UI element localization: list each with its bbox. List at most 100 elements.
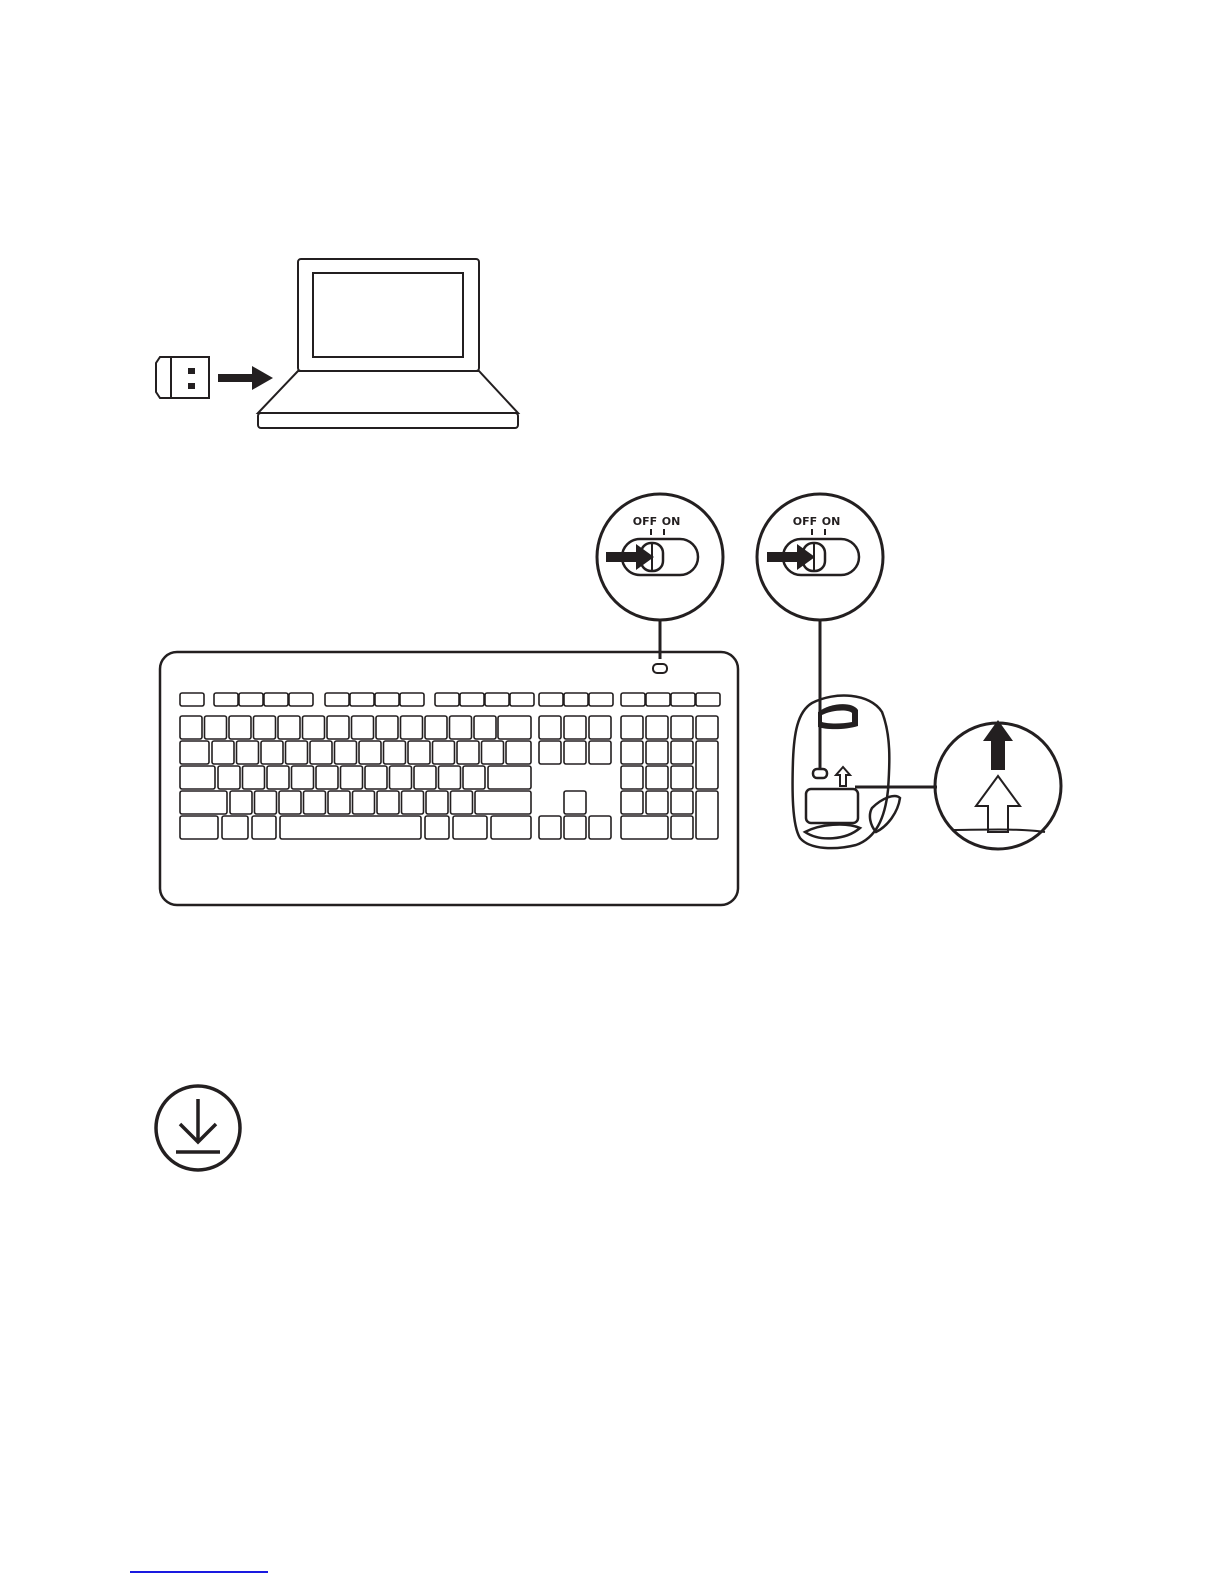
keyboard-key	[439, 766, 461, 789]
keyboard-key	[506, 741, 531, 764]
keyboard-key	[229, 716, 251, 739]
keyboard-key	[261, 741, 283, 764]
keyboard-key	[564, 816, 586, 839]
keyboard-key	[255, 791, 277, 814]
keyboard-key	[180, 791, 227, 814]
keyboard-key	[696, 716, 718, 739]
keyboard-key	[180, 693, 204, 706]
keyboard-key	[564, 693, 588, 706]
keyboard-key	[510, 693, 534, 706]
keyboard-key	[621, 741, 643, 764]
keyboard-key	[457, 741, 479, 764]
keyboard-key	[180, 766, 215, 789]
keyboard-key	[180, 716, 202, 739]
battery-door-callout	[935, 720, 1061, 849]
keyboard-key	[292, 766, 314, 789]
keyboard-key	[621, 716, 643, 739]
keyboard-key	[408, 741, 430, 764]
keyboard-key	[365, 766, 387, 789]
keyboard-key	[539, 716, 561, 739]
switch-off-label: OFF	[793, 515, 817, 528]
keyboard-key	[237, 741, 259, 764]
keyboard-key	[205, 716, 227, 739]
keyboard-power-switch-callout: OFF ON	[597, 494, 723, 659]
keyboard-key	[621, 816, 668, 839]
keyboard-key	[353, 791, 375, 814]
keyboard-key	[646, 766, 668, 789]
keyboard-key	[279, 791, 301, 814]
keyboard-key	[671, 816, 693, 839]
keyboard-key	[425, 716, 447, 739]
keyboard-key	[218, 766, 240, 789]
keyboard-key	[646, 791, 668, 814]
keyboard-key	[350, 693, 374, 706]
keyboard-key	[485, 693, 509, 706]
mouse-icon	[793, 696, 937, 849]
keyboard-key	[696, 791, 718, 839]
switch-on-label: ON	[822, 515, 841, 528]
keyboard-key	[671, 716, 693, 739]
keyboard-key	[621, 693, 645, 706]
keyboard-key	[671, 766, 693, 789]
keyboard-key	[482, 741, 504, 764]
keyboard-key	[327, 716, 349, 739]
keyboard-key	[180, 816, 218, 839]
keyboard-key	[539, 693, 563, 706]
keyboard-key	[239, 693, 263, 706]
keyboard-key	[316, 766, 338, 789]
keyboard-key	[341, 766, 363, 789]
keyboard-key	[384, 741, 406, 764]
keyboard-key	[564, 791, 586, 814]
keyboard-key	[426, 791, 448, 814]
keyboard-icon	[160, 652, 738, 905]
keyboard-key	[304, 791, 326, 814]
keyboard-key	[325, 693, 349, 706]
keyboard-key	[212, 741, 234, 764]
keyboard-key	[491, 816, 531, 839]
keyboard-key	[450, 716, 472, 739]
keyboard-key	[243, 766, 265, 789]
keyboard-key	[375, 693, 399, 706]
keyboard-key	[377, 791, 399, 814]
keyboard-key	[671, 741, 693, 764]
keyboard-key	[400, 693, 424, 706]
keyboard-key	[289, 693, 313, 706]
keyboard-key	[310, 741, 332, 764]
keyboard-key	[230, 791, 252, 814]
keyboard-key	[621, 766, 643, 789]
keyboard-key	[646, 693, 670, 706]
keyboard-key	[303, 716, 325, 739]
keyboard-key	[453, 816, 487, 839]
keyboard-key	[267, 766, 289, 789]
keyboard-key	[278, 716, 300, 739]
keyboard-key	[376, 716, 398, 739]
keyboard-key	[671, 693, 695, 706]
keyboard-key	[646, 716, 668, 739]
keyboard-key	[180, 741, 209, 764]
keyboard-key	[539, 816, 561, 839]
keyboard-key	[352, 716, 374, 739]
usb-receiver-icon	[156, 357, 209, 398]
keyboard-key	[589, 716, 611, 739]
keyboard-key	[335, 741, 357, 764]
laptop-icon	[258, 259, 518, 428]
keyboard-key	[564, 716, 586, 739]
keyboard-key	[414, 766, 436, 789]
keyboard-key	[589, 816, 611, 839]
keyboard-key	[264, 693, 288, 706]
keyboard-key	[589, 741, 611, 764]
keyboard-key	[488, 766, 531, 789]
keyboard-key	[401, 716, 423, 739]
keyboard-key	[564, 741, 586, 764]
keyboard-key	[463, 766, 485, 789]
keyboard-key	[460, 693, 484, 706]
keyboard-power-switch	[653, 664, 667, 673]
keyboard-key	[621, 791, 643, 814]
keyboard-key	[222, 816, 248, 839]
keyboard-key	[390, 766, 412, 789]
keyboard-key	[589, 693, 613, 706]
keyboard-key	[359, 741, 381, 764]
keyboard-key	[475, 791, 531, 814]
keyboard-key	[286, 741, 308, 764]
